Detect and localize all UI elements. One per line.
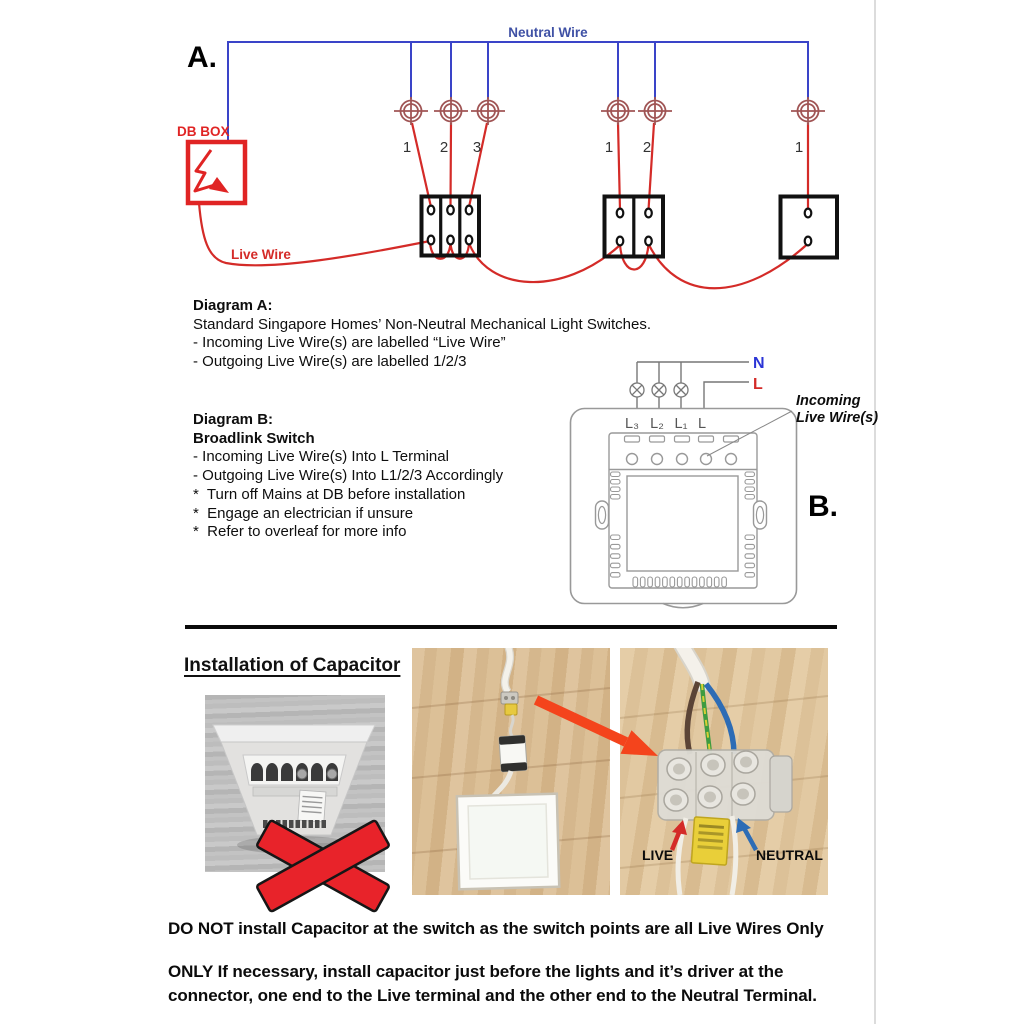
- one-gang-switch: [778, 194, 839, 260]
- db-box: [185, 139, 248, 206]
- neutral-arrow-icon: [736, 818, 758, 852]
- svg-text:L₂: L₂: [650, 416, 664, 432]
- inner-wires: [684, 681, 737, 755]
- svg-text:L₃: L₃: [625, 416, 639, 432]
- vent-slots: [609, 471, 756, 588]
- terminal-letter-labels: L₃ L₂ L₁ L: [625, 416, 706, 432]
- installation-notes: * Turn off Mains at DB before installati…: [193, 486, 465, 542]
- section-a-line: Standard Singapore Homes’ Non-Neutral Me…: [193, 315, 652, 333]
- lamp-icon: [434, 97, 468, 125]
- lightning-bolt-icon: [193, 149, 229, 193]
- svg-text:L: L: [698, 416, 706, 432]
- terminal-block: [657, 749, 793, 821]
- live-terminal-label: L: [753, 376, 763, 393]
- broadlink-switch-body: L₃ L₂ L₁ L: [569, 407, 798, 609]
- diagram-a: A. Neutral Wire DB BOX Live Wire 1 2 3 1…: [177, 25, 839, 290]
- neutral-label: NEUTRAL: [756, 847, 823, 863]
- capacitor-inline-illustration: [412, 648, 610, 891]
- warning-line-2: ONLY If necessary, install capacitor jus…: [168, 962, 784, 981]
- warning-line-1: DO NOT install Capacitor at the switch a…: [168, 919, 824, 938]
- svg-text:L₁: L₁: [675, 416, 688, 432]
- capacitor-heading: Installation of Capacitor: [184, 655, 401, 676]
- section-b-line: - Incoming Live Wire(s) Into L Terminal: [193, 448, 449, 466]
- section-diagram-a: Diagram A: Standard Singapore Homes’ Non…: [193, 297, 651, 371]
- three-gang-switch: [419, 194, 481, 258]
- db-box-label: DB BOX: [177, 124, 230, 139]
- lamp-icon: [394, 97, 428, 125]
- annotation-pointer-line: [706, 410, 793, 457]
- warning-line-3: connector, one end to the Live terminal …: [168, 986, 817, 1005]
- section-a-line: - Outgoing Live Wire(s) are labelled 1/2…: [193, 352, 467, 370]
- circuit-numbers: 1 2 3 1 2 1: [403, 139, 803, 156]
- diagram-b-label: B.: [808, 490, 838, 523]
- note-line: * Turn off Mains at DB before installati…: [193, 486, 466, 503]
- section-diagram-b: Diagram B: Broadlink Switch - Incoming L…: [193, 411, 503, 485]
- live-wire-lines: [197, 122, 810, 290]
- two-gang-switch: [602, 194, 665, 259]
- note-line: * Refer to overleaf for more info: [193, 523, 407, 541]
- section-b-subtitle: Broadlink Switch: [193, 429, 315, 447]
- live-wire-label: Live Wire: [231, 247, 291, 262]
- section-divider: [185, 625, 837, 629]
- pointer-arrow-icon: [533, 695, 658, 756]
- mounting-holes: [594, 500, 768, 530]
- incoming-live-annotation: Incoming Live Wire(s): [796, 393, 878, 426]
- diagram-b-wiring: [636, 361, 749, 409]
- section-b-line: - Outgoing Live Wire(s) Into L1/2/3 Acco…: [193, 466, 504, 484]
- neutral-wire-lines: [227, 41, 809, 142]
- section-a-title: Diagram A:: [193, 297, 273, 314]
- svg-text:2: 2: [643, 139, 651, 156]
- capacitor-inline-photo: [412, 648, 610, 895]
- svg-text:1: 1: [795, 139, 803, 156]
- switch-back-illustration: [212, 724, 376, 854]
- capacitor-connector: [500, 691, 519, 716]
- section-b-title: Diagram B:: [193, 411, 274, 428]
- lamp-icons-b: [629, 382, 689, 398]
- svg-text:2: 2: [440, 139, 448, 156]
- svg-text:Live Wire(s): Live Wire(s): [796, 410, 878, 426]
- svg-text:1: 1: [605, 139, 613, 156]
- terminal-slots: [623, 435, 740, 443]
- capacitor-component: [690, 816, 731, 866]
- terminal-screws: [625, 452, 738, 466]
- diagram-b: N L L₃ L₂ L₁: [569, 355, 878, 609]
- live-label: LIVE: [642, 847, 673, 863]
- neutral-terminal-label: N: [753, 355, 765, 372]
- connector-block-illustration: LIVE NEUTRAL: [620, 648, 828, 895]
- lamp-icon: [629, 382, 645, 398]
- svg-text:1: 1: [403, 139, 411, 156]
- svg-text:Incoming: Incoming: [796, 393, 861, 409]
- neutral-lead: [729, 815, 739, 895]
- diagram-a-label: A.: [187, 41, 217, 74]
- lamp-icon: [471, 97, 505, 125]
- page-edge-line: [874, 0, 876, 1024]
- lamp-icons: [394, 97, 825, 125]
- lamp-icon: [601, 97, 635, 125]
- lamp-icon: [638, 97, 672, 125]
- svg-text:3: 3: [473, 139, 481, 156]
- section-a-line: - Incoming Live Wire(s) are labelled “Li…: [193, 334, 506, 352]
- lamp-icon: [673, 382, 689, 398]
- connector-block-photo: LIVE NEUTRAL: [620, 648, 828, 895]
- led-panel: [455, 792, 561, 891]
- cross-out-icon: [256, 819, 390, 913]
- live-arrow-icon: [669, 820, 687, 851]
- spec-label: [297, 789, 327, 823]
- led-driver: [498, 734, 528, 773]
- lamp-icon: [791, 97, 825, 125]
- lamp-icon: [651, 382, 667, 398]
- note-line: * Engage an electrician if unsure: [193, 504, 414, 522]
- neutral-wire-label: Neutral Wire: [508, 25, 588, 40]
